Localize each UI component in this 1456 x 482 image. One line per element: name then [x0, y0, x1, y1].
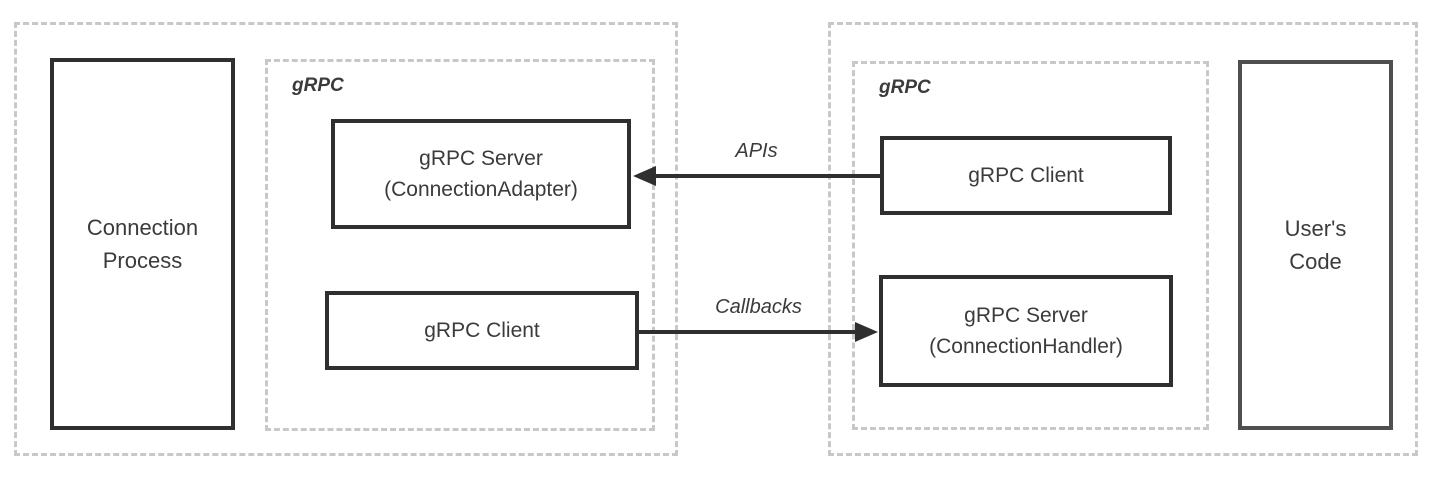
connection-process-group-container: [14, 22, 678, 456]
users-code-label-line2: Code: [1289, 249, 1342, 274]
grpc-container-right: gRPC: [852, 61, 1209, 430]
grpc-client-box-right: gRPC Client: [880, 136, 1172, 215]
callbacks-arrow-line: [639, 330, 858, 334]
users-code-box: User's Code: [1238, 60, 1393, 430]
callbacks-arrow: Callbacks: [639, 296, 878, 342]
arrowhead-left-icon: [633, 166, 656, 186]
arrowhead-right-icon: [855, 322, 878, 342]
connection-process-label-line1: Connection: [86, 215, 199, 240]
grpc-container-right-label: gRPC: [879, 77, 931, 98]
apis-arrow: APIs: [633, 140, 880, 186]
grpc-server-connection-handler-box: gRPC Server (ConnectionHandler): [879, 275, 1173, 387]
grpc-container-left-label: gRPC: [292, 75, 344, 96]
connection-process-box: Connection Process: [50, 58, 235, 430]
grpc-server-handler-label-line1: gRPC Server: [964, 303, 1088, 327]
grpc-client-left-label: gRPC Client: [424, 318, 540, 342]
grpc-server-connection-adapter-box: gRPC Server (ConnectionAdapter): [331, 119, 631, 229]
callbacks-arrow-label: Callbacks: [715, 296, 802, 318]
grpc-container-left: gRPC: [265, 59, 655, 431]
apis-arrow-line: [653, 174, 880, 178]
grpc-server-handler-label-line2: (ConnectionHandler): [929, 335, 1123, 358]
grpc-server-adapter-label-line2: (ConnectionAdapter): [384, 178, 578, 201]
grpc-server-adapter-label-line1: gRPC Server: [419, 146, 543, 170]
apis-arrow-label: APIs: [735, 140, 778, 162]
users-code-label-line1: User's: [1284, 216, 1347, 241]
connection-process-label-line2: Process: [102, 248, 183, 273]
user-code-group-container: [828, 22, 1418, 456]
grpc-client-box-left: gRPC Client: [325, 291, 639, 370]
grpc-client-right-label: gRPC Client: [968, 163, 1084, 187]
